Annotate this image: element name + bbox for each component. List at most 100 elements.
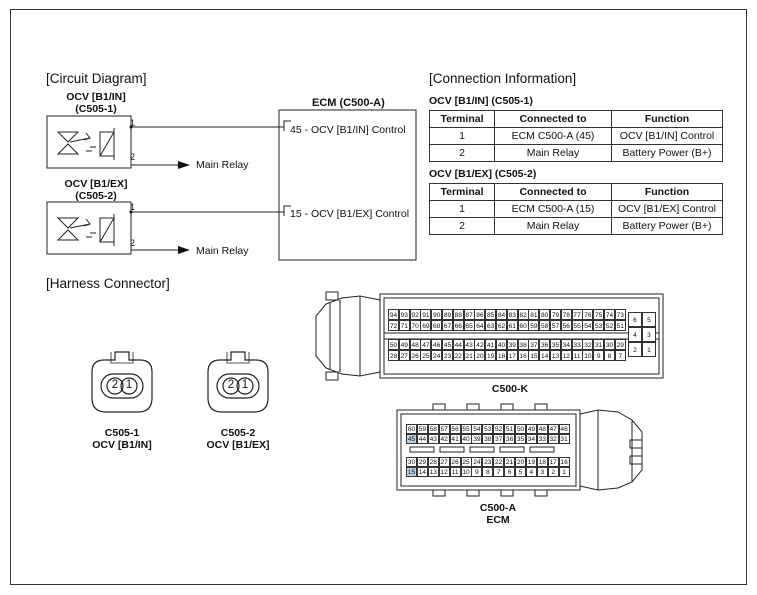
c500a-pin: 40 [460,434,472,444]
c500k-pin: 20 [474,350,486,361]
c500a-pin: 9 [471,467,483,477]
c500k-pin: 75 [593,309,605,320]
c500k-pin: 33 [571,339,583,350]
c500k-pin: 28 [388,350,399,361]
c500a-pin: 50 [515,424,526,434]
c500k-pin: 38 [517,339,529,350]
c500k-pin: 21 [463,350,475,361]
c500k-pin: 94 [388,309,399,320]
table-cell: 1 [429,200,495,218]
c500k-pin: 73 [614,309,626,320]
c500k-pin: 24 [431,350,443,361]
table-cell: ECM C500-A (15) [494,200,612,218]
c500k-pin: 71 [398,320,410,331]
c500a-pin: 39 [471,434,483,444]
c500a-pin: 27 [438,457,450,467]
ocv2-name: OCV [B1/EX] [64,178,128,190]
c500a-pin: 26 [449,457,461,467]
table-row: 1 ECM C500-A (45) OCV [B1/IN] Control [429,127,723,145]
table-cell: Battery Power (B+) [611,217,723,235]
c500a-pin: 48 [536,424,548,434]
c500k-pin: 18 [496,350,507,361]
c500k-pin: 46 [431,339,443,350]
c500k-pin: 88 [452,309,464,320]
c500k-pin: 41 [485,339,497,350]
c500a-pin: 34 [525,434,537,444]
c500a-pin: 4 [525,467,537,477]
c500k-pin: 14 [539,350,551,361]
c500k-pin: 17 [506,350,518,361]
c500k-pin: 37 [528,339,540,350]
table-cell: 2 [429,217,495,235]
table-cell: Main Relay [494,144,612,162]
c500a-pin: 6 [504,467,516,477]
table-header: Terminal [429,183,495,201]
main-relay-label-2: Main Relay [196,245,249,257]
c500k-pin: 60 [517,320,529,331]
c505-2-pin: 1 [241,379,249,391]
table-row: 1 ECM C500-A (15) OCV [B1/EX] Control [429,200,723,218]
ocv1-pin2: 2 [130,152,136,162]
c500k-pin: 2 [628,342,642,357]
c500k-pin: 25 [420,350,432,361]
c500k-pin: 5 [642,312,656,327]
c500k-pin: 16 [517,350,529,361]
c500k-pin: 7 [614,350,626,361]
c500a-pin: 1 [558,467,570,477]
c500k-pin: 31 [593,339,605,350]
c500k-pin: 39 [506,339,518,350]
c500k-pin: 55 [571,320,583,331]
c500k-pin: 53 [593,320,605,331]
c500a-pin: 33 [536,434,548,444]
table-header: Function [611,110,723,128]
c500k-pin: 65 [463,320,475,331]
c500a-pin: 38 [482,434,494,444]
c500a-pin: 58 [427,424,439,434]
c500a-pin: 17 [547,457,559,467]
c500a-pin: 44 [416,434,428,444]
c500k-pin: 56 [560,320,572,331]
c500k-pin: 40 [496,339,507,350]
c500k-pin: 70 [409,320,421,331]
c500k-pin: 52 [604,320,615,331]
c500k-pin: 19 [485,350,497,361]
c500a-pin: 25 [460,457,472,467]
ocv1-code: (C505-1) [75,103,117,115]
table-cell: Battery Power (B+) [611,144,723,162]
c500a-pin: 30 [406,457,417,467]
c500k-label: C500-K [491,383,529,395]
c500a-pin: 10 [460,467,472,477]
c505-2-pin: 2 [227,379,235,391]
c500k-pin: 62 [496,320,507,331]
table1-heading: OCV [B1/IN] (C505-1) [429,95,533,107]
c500a-pin: 59 [416,424,428,434]
c500a-pin: 11 [449,467,461,477]
c500a-label: C500-A [479,502,517,514]
c500k-pin: 57 [550,320,561,331]
c500k-pin: 22 [452,350,464,361]
table-row: 2 Main Relay Battery Power (B+) [429,217,723,235]
c500a-pin: 8 [482,467,494,477]
table-cell: OCV [B1/EX] Control [611,200,723,218]
c500k-pin: 11 [571,350,583,361]
c500k-pin: 8 [604,350,615,361]
c500k-pin: 59 [528,320,540,331]
c500k-pin: 91 [420,309,432,320]
c500a-pin: 45 [406,434,417,444]
c500k-pin: 82 [517,309,529,320]
c500k-pin: 86 [474,309,486,320]
c500k-pin: 64 [474,320,486,331]
main-relay-label-1: Main Relay [196,159,249,171]
c500k-pin: 49 [398,339,410,350]
c500k-pin: 43 [463,339,475,350]
c500k-pin: 78 [560,309,572,320]
c500a-pin: 41 [449,434,461,444]
c500a-pin: 47 [547,424,559,434]
c500k-pin: 10 [582,350,594,361]
c500k-pin: 58 [539,320,551,331]
table-cell: OCV [B1/IN] Control [611,127,723,145]
c500k-pin: 36 [539,339,551,350]
c505-2-label: C505-2 [220,427,256,439]
c500a-pin: 53 [482,424,494,434]
c500k-pin: 90 [431,309,443,320]
